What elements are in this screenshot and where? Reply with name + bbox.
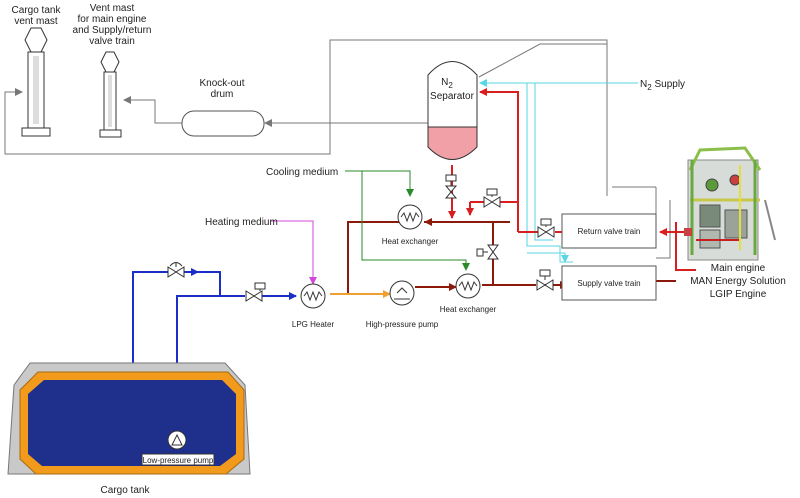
vent-mast-main-engine — [99, 51, 122, 138]
vent-mast-label-2: for main engine — [78, 14, 147, 25]
heating-medium-label: Heating medium — [205, 217, 278, 228]
vent-lines — [4, 39, 671, 259]
supply-valve-train — [561, 265, 657, 301]
cargo-tank-vent-mast-label-2: vent mast — [14, 16, 58, 27]
main-engine-label-1: Main engine — [711, 263, 766, 274]
valve-lpg-inlet — [245, 282, 266, 302]
high-pressure-pump — [389, 280, 415, 306]
main-engine-illustration — [684, 146, 776, 261]
main-engine-label-2: MAN Energy Solution — [690, 276, 786, 287]
low-pressure-pump-label: Low-pressure pump — [143, 456, 214, 465]
supply-valve-train-label: Supply valve train — [577, 279, 640, 288]
knock-out-drum-label-2: drum — [211, 89, 234, 100]
heat-exchanger-bottom-label: Heat exchanger — [440, 305, 497, 314]
knock-out-drum — [181, 110, 265, 137]
cooling-medium-label: Cooling medium — [266, 167, 338, 178]
cargo-tank-label: Cargo tank — [101, 485, 151, 496]
n2-separator-label-n: N2 — [441, 77, 453, 90]
valve-vertical-mid — [476, 244, 499, 260]
n2-supply-lines — [479, 79, 638, 263]
cargo-tank-vent-mast-label-1: Cargo tank — [12, 5, 62, 16]
main-engine-label-3: LGIP Engine — [710, 289, 767, 300]
heat-exchanger-top-label: Heat exchanger — [382, 237, 439, 246]
knock-out-drum-label-1: Knock-out — [199, 78, 244, 89]
vent-mast-label-3: and Supply/return — [73, 25, 152, 36]
return-valve-train — [561, 213, 657, 249]
n2-separator — [427, 61, 478, 160]
valve-return — [537, 218, 555, 238]
heat-exchanger-lines — [347, 218, 676, 294]
lpg-heater-label: LPG Heater — [292, 320, 335, 329]
valve-red-horizontal — [483, 188, 501, 208]
valve-top-separator — [444, 174, 458, 199]
vent-mast-label-4: valve train — [89, 36, 135, 47]
heating-medium-line — [270, 220, 317, 285]
lpg-heater — [300, 283, 326, 309]
valve-blue-upper — [167, 262, 185, 278]
high-pressure-pump-label: High-pressure pump — [366, 320, 439, 329]
heat-exchanger-top — [397, 204, 423, 230]
low-pressure-pump-label-box — [141, 453, 215, 466]
cargo-tank — [7, 362, 251, 475]
return-valve-train-label: Return valve train — [578, 227, 641, 236]
heat-exchanger-bottom — [455, 273, 481, 299]
vent-mast-label-1: Vent mast — [90, 3, 135, 14]
low-pressure-pump — [167, 430, 187, 450]
n2-separator-label: Separator — [430, 91, 475, 102]
cooling-medium-lines — [345, 170, 470, 271]
valve-supply — [536, 269, 554, 291]
cargo-tank-vent-mast — [21, 27, 51, 137]
n2-supply-label: N2 Supply — [640, 79, 685, 92]
